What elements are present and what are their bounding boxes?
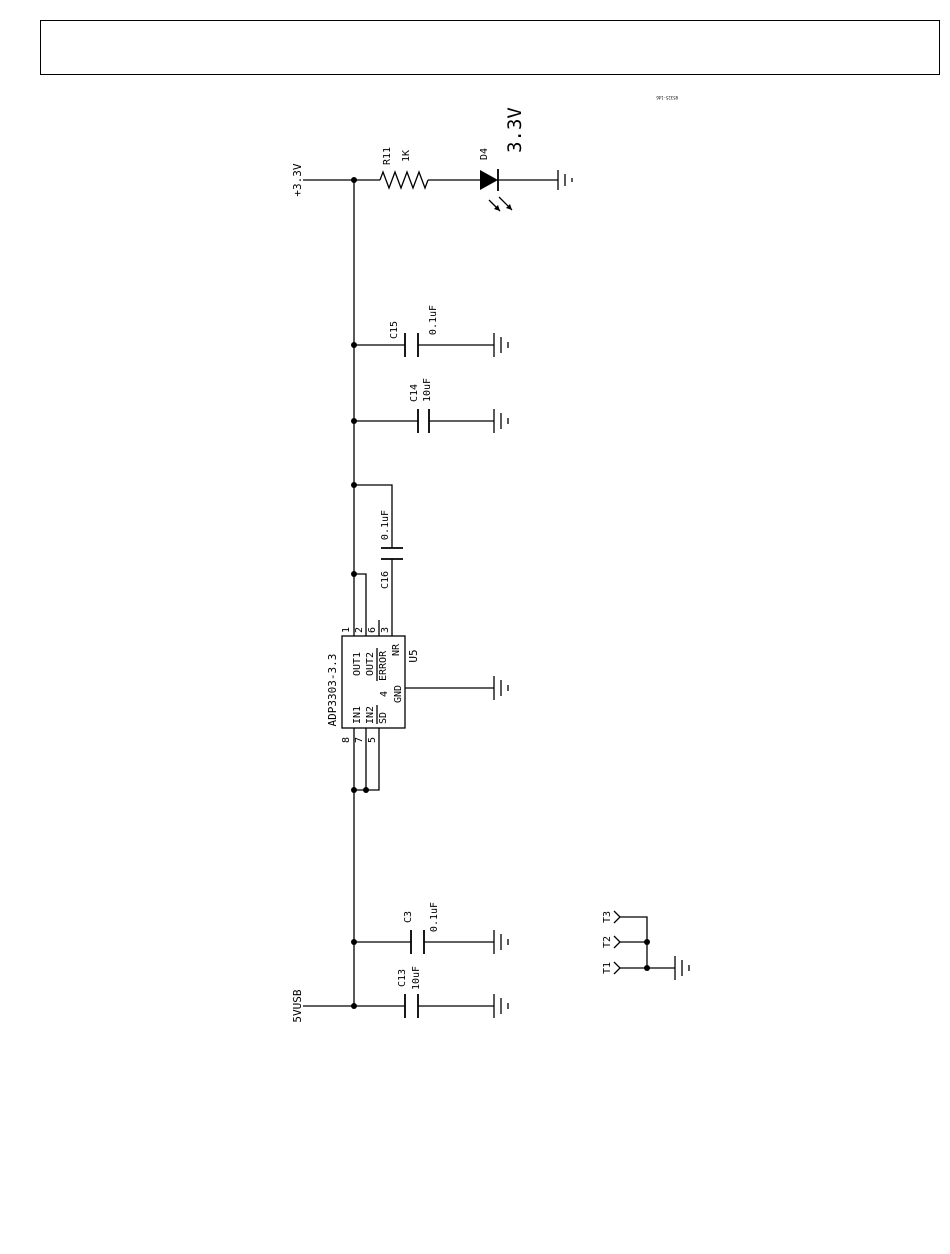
junction-dot <box>351 342 357 348</box>
t1-label: T1 <box>602 962 613 974</box>
pin-name-sd: SD <box>378 712 389 724</box>
pin-name-nr: NR <box>391 643 402 656</box>
pin-name-out1: OUT1 <box>352 652 363 676</box>
d4-label: 3.3V <box>504 107 526 153</box>
ground-symbol <box>494 409 508 433</box>
pin-1: 1 <box>341 627 352 633</box>
t3-label: T3 <box>602 911 613 923</box>
c13-ref: C13 <box>397 969 408 987</box>
junction-dot <box>644 939 650 945</box>
junction-dot <box>363 787 369 793</box>
pin-name-out2: OUT2 <box>365 652 376 676</box>
c3-value: 0.1uF <box>429 902 440 932</box>
junction-dot <box>351 418 357 424</box>
test-point-t2 <box>614 936 620 948</box>
c16-ref: C16 <box>380 571 391 589</box>
pin-2: 2 <box>354 627 365 633</box>
ground-symbol <box>494 676 508 700</box>
t2-label: T2 <box>602 936 613 948</box>
junction-dot <box>351 571 357 577</box>
junction-dot <box>351 1003 357 1009</box>
u5-part: ADP3303-3.3 <box>326 654 339 727</box>
r11-ref: R11 <box>382 147 393 165</box>
junction-dot <box>351 787 357 793</box>
pin-5: 5 <box>367 737 378 743</box>
pin-name-gnd: GND <box>393 685 404 703</box>
c15-ref: C15 <box>389 321 400 339</box>
pin-3: 3 <box>380 627 391 633</box>
c3-ref: C3 <box>403 911 414 923</box>
c13-value: 10uF <box>411 966 422 990</box>
pin-name-in2: IN2 <box>365 706 376 724</box>
pin-name-in1: IN1 <box>352 706 363 724</box>
junction-dot <box>351 177 357 183</box>
u5-ref: U5 <box>407 649 420 662</box>
ground-symbol <box>675 956 689 980</box>
resistor-r11 <box>380 172 428 188</box>
net-label-5vusb: 5VUSB <box>291 989 304 1022</box>
pin-4: 4 <box>379 691 390 697</box>
r11-value: 1K <box>401 150 412 162</box>
test-point-t1 <box>614 962 620 974</box>
pin-6: 6 <box>367 627 378 633</box>
junction-dot <box>644 965 650 971</box>
ground-symbol <box>494 333 508 357</box>
pin-name-error: ERROR <box>378 650 389 681</box>
ground-symbol <box>558 170 572 190</box>
c16-value: 0.1uF <box>380 510 391 540</box>
pin-7: 7 <box>354 737 365 743</box>
junction-dot <box>351 482 357 488</box>
net-label-3v3: +3.3V <box>291 163 304 196</box>
led-d4 <box>480 169 512 211</box>
test-point-t3 <box>614 911 620 923</box>
c14-ref: C14 <box>409 384 420 402</box>
c14-value: 10uF <box>422 378 433 402</box>
ground-symbol <box>494 994 508 1018</box>
ground-symbol <box>494 930 508 954</box>
c15-value: 0.1uF <box>428 305 439 335</box>
pin-8: 8 <box>341 737 352 743</box>
junction-dot <box>351 939 357 945</box>
d4-ref: D4 <box>479 148 490 160</box>
figure-id: 05325-146 <box>656 95 678 100</box>
